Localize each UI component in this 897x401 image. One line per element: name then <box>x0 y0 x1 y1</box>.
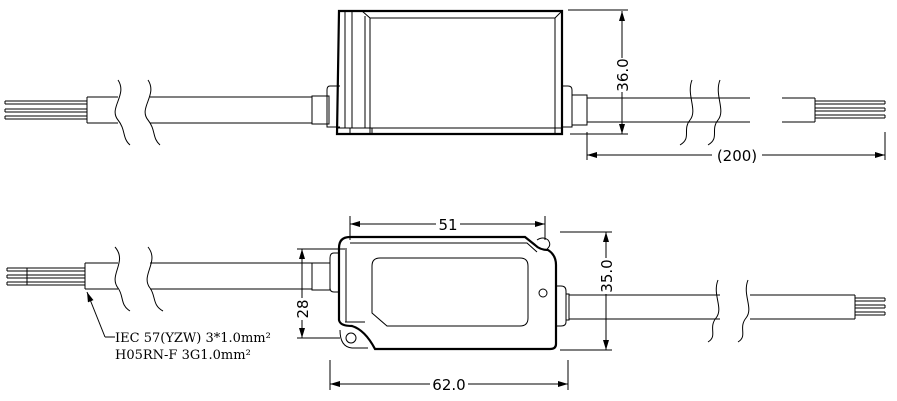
cable-spec-line-2: H05RN-F 3G1.0mm² <box>115 348 251 363</box>
dimension-51: 51 <box>349 216 546 240</box>
bottom-right-boss <box>556 285 567 327</box>
dimension-28: 28 <box>293 248 345 339</box>
dimension-label: 36.0 <box>614 58 632 91</box>
top-left-boss <box>326 85 340 128</box>
top-left-gland <box>311 95 330 125</box>
top-right-wires <box>815 100 886 119</box>
top-view: 36.0 (200) <box>4 9 886 165</box>
bottom-left-gland <box>311 262 331 291</box>
top-right-gland <box>571 94 588 126</box>
bottom-view: 51 28 35.0 62.0 IEC 57(YZW) 3*1.0mm² H05… <box>6 216 886 394</box>
cable-spec-line-1: IEC 57(YZW) 3*1.0mm² <box>115 331 271 346</box>
break-mark <box>707 279 750 343</box>
top-housing <box>335 9 564 136</box>
bottom-right-cable <box>569 294 856 320</box>
dimension-label: (200) <box>717 147 757 165</box>
bottom-right-wires <box>855 297 886 316</box>
dimension-36: 36.0 <box>568 9 632 135</box>
break-mark <box>679 79 722 146</box>
dimension-200: (200) <box>586 132 886 165</box>
dimension-label: 35.0 <box>598 259 616 292</box>
cable-spec-callout: IEC 57(YZW) 3*1.0mm² H05RN-F 3G1.0mm² <box>86 291 271 363</box>
mounting-hole <box>538 288 548 298</box>
top-left-cable <box>86 96 312 124</box>
bottom-left-cable <box>84 262 312 290</box>
bottom-right-gland <box>565 293 570 321</box>
dimension-label: 51 <box>438 216 457 234</box>
top-right-boss <box>562 85 573 128</box>
dimension-label: 28 <box>294 299 312 318</box>
dimension-35: 35.0 <box>560 231 616 351</box>
mounting-hole <box>345 332 357 344</box>
display-window <box>371 257 529 327</box>
bottom-left-wires <box>6 267 85 286</box>
dimension-62: 62.0 <box>329 360 569 394</box>
break-mark <box>114 246 164 312</box>
top-left-wires <box>4 100 87 120</box>
bottom-left-boss <box>329 252 340 293</box>
bottom-housing <box>337 235 558 351</box>
dimension-label: 62.0 <box>432 376 465 394</box>
break-mark <box>114 79 161 146</box>
top-right-cable <box>587 97 816 123</box>
